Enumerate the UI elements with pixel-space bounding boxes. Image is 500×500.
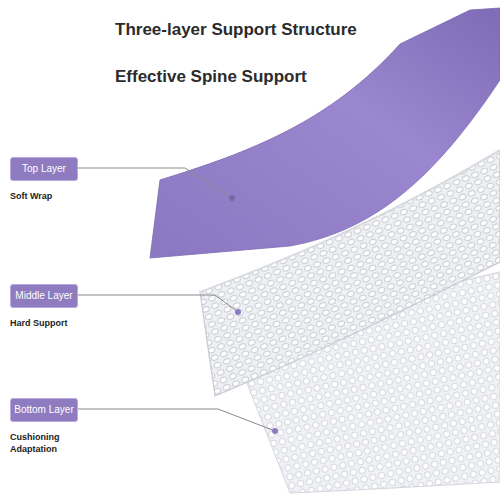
layer-name-box: Middle Layer: [10, 284, 78, 308]
top-purple-layer: [150, 8, 500, 258]
leader-dot: [235, 309, 241, 315]
layer-description: Cushioning Adaptation: [10, 431, 90, 455]
layer-callout: Middle LayerHard Support: [10, 284, 94, 329]
leader-line: [78, 295, 238, 312]
leader-dot: [272, 428, 278, 434]
layer-name-box: Bottom Layer: [10, 398, 78, 422]
diagram-title: Three-layer Support Structure: [115, 20, 357, 40]
leader-dot: [229, 195, 235, 201]
leader-line: [78, 409, 275, 431]
layer-description: Hard Support: [10, 317, 90, 329]
layer-name-box: Top Layer: [10, 157, 78, 181]
layer-description: Soft Wrap: [10, 190, 90, 202]
layer-callout: Bottom LayerCushioning Adaptation: [10, 398, 94, 455]
layer-callout: Top LayerSoft Wrap: [10, 157, 94, 202]
subtitle: Effective Spine Support: [115, 67, 307, 87]
leader-line: [78, 168, 232, 198]
